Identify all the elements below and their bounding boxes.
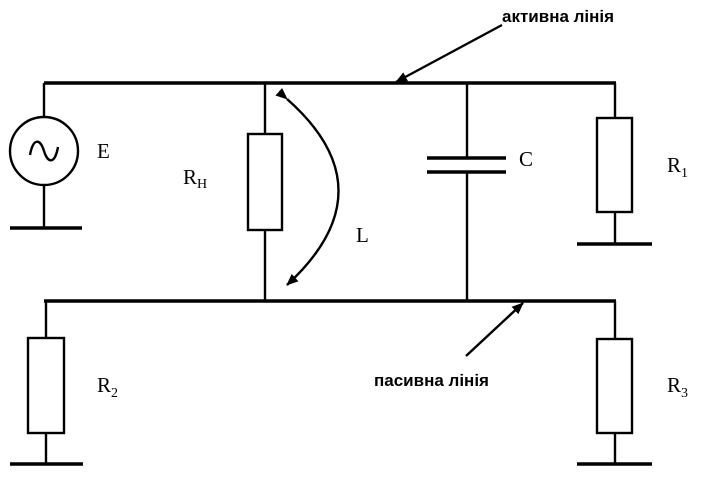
label-c: C [519,147,533,171]
label-e: E [97,139,110,163]
active-line-label: активна лінія [502,7,614,26]
sine-wave-icon [28,140,60,162]
label-rh: RH [183,165,207,192]
label-r2: R2 [97,373,118,401]
load-resistor-rh [246,83,284,301]
voltage-source-e [8,83,82,230]
resistor-r2 [10,301,83,466]
active-line-pointer [395,23,503,84]
resistor-r3 [577,301,652,466]
resistor-r1 [577,83,652,246]
label-l: L [356,223,369,247]
passive-line-label: пасивна лінія [374,371,489,390]
passive-line-pointer [465,302,524,357]
label-r3: R3 [667,373,688,401]
inductance-arrow [275,87,340,286]
label-r1: R1 [667,153,688,181]
capacitor-c [427,83,506,301]
